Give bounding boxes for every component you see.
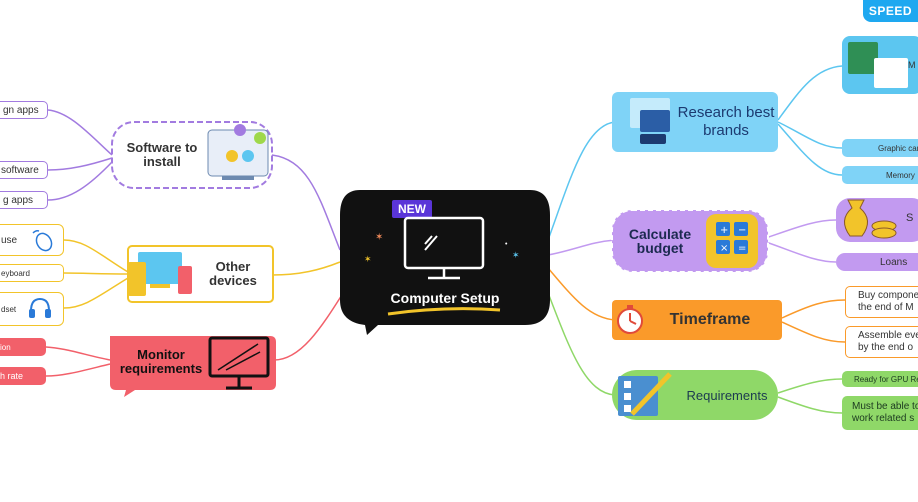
connector-leaf-research-1 <box>777 65 843 121</box>
connector-leaf-software-2 <box>47 157 113 171</box>
headset-icon <box>29 297 52 318</box>
connectors <box>45 65 846 414</box>
requirements-leaf-2-label: Must be able to work related s <box>852 401 918 424</box>
connector-requirements <box>544 284 616 396</box>
software-leaf-1[interactable]: gn apps <box>0 101 48 119</box>
svg-text:•: • <box>505 241 508 248</box>
requirements-leaf-2[interactable]: Must be able to work related s <box>842 396 918 430</box>
research-node[interactable] <box>612 92 778 152</box>
monitor-node[interactable] <box>110 336 276 397</box>
motherboard-leaf[interactable] <box>842 36 918 94</box>
research-leaf-m: M <box>908 60 916 70</box>
research-leaf-graphic[interactable]: Graphic car <box>842 139 918 157</box>
connector-research <box>547 121 616 241</box>
connector-leaf-budget-1 <box>765 219 837 239</box>
connector-leaf-monitor-1 <box>45 346 111 361</box>
timeframe-leaf-2-label: Assemble eve by the end o <box>858 330 918 353</box>
svg-text:+: + <box>720 225 728 236</box>
connector-timeframe <box>547 267 616 321</box>
connector-leaf-monitor-2 <box>45 363 111 377</box>
svg-text:×: × <box>720 243 728 254</box>
devices-leaf-mouse-label: use <box>1 234 18 246</box>
connector-leaf-devices-1 <box>63 239 129 273</box>
connector-leaf-budget-2 <box>765 241 837 263</box>
software-title: Software to install <box>126 140 198 169</box>
monitor-leaf-2[interactable]: h rate <box>0 367 46 385</box>
devices-leaf-mouse[interactable]: use <box>0 224 64 256</box>
timeframe-title: Timeframe <box>669 311 751 328</box>
money-bag-icon <box>844 199 868 237</box>
software-node[interactable] <box>111 121 273 189</box>
devices-title: Other devices <box>209 259 257 288</box>
connector-leaf-devices-2 <box>63 272 129 275</box>
connector-devices <box>271 261 341 276</box>
timeframe-leaf-1[interactable]: Buy compone the end of M <box>845 286 918 318</box>
svg-text:−: − <box>738 225 746 236</box>
devices-leaf-keyboard[interactable]: eyboard <box>0 264 64 282</box>
budget-node[interactable]: + − × = <box>611 209 769 273</box>
svg-text:✶: ✶ <box>375 232 383 243</box>
devices-node[interactable] <box>127 245 274 303</box>
speed-badge[interactable]: SPEED <box>863 0 918 22</box>
connector-monitor <box>273 289 346 361</box>
budget-leaf-s: S <box>906 212 914 224</box>
requirements-leaf-1[interactable]: Ready for GPU Re <box>842 371 918 387</box>
connector-leaf-devices-3 <box>63 277 129 309</box>
calculator-icon <box>706 214 758 268</box>
svg-text:✶: ✶ <box>512 250 520 260</box>
budget-title: Calculate budget <box>628 226 692 256</box>
timeframe-leaf-2[interactable]: Assemble eve by the end o <box>845 326 918 358</box>
research-title: Research best brands <box>677 104 775 139</box>
center-title: Computer Setup <box>390 290 500 306</box>
software-leaf-3[interactable]: g apps <box>0 191 48 209</box>
center-tag: NEW <box>398 202 426 216</box>
timeframe-leaf-1-label: Buy compone the end of M <box>858 290 918 313</box>
software-leaf-2[interactable]: software <box>0 161 48 179</box>
devices-icon <box>138 252 182 284</box>
connector-leaf-research-2 <box>777 121 843 149</box>
research-leaf-memory[interactable]: Memory <box>842 166 918 184</box>
requirements-node[interactable] <box>612 370 778 420</box>
timeframe-node[interactable] <box>612 300 782 340</box>
devices-leaf-headset-label: dset <box>1 304 17 314</box>
monitor-leaf-1[interactable]: ion <box>0 338 46 356</box>
connector-leaf-timeframe-2 <box>781 321 846 343</box>
connector-leaf-software-1 <box>47 109 113 156</box>
center-node[interactable]: ✶ ✶ ✶ • <box>340 190 550 335</box>
connector-budget <box>547 239 616 256</box>
savings-leaf[interactable] <box>836 198 918 242</box>
connector-software <box>271 154 341 251</box>
connector-leaf-software-3 <box>47 161 113 201</box>
svg-text:✶: ✶ <box>364 254 372 264</box>
budget-leaf-loans[interactable]: Loans <box>836 253 918 271</box>
devices-leaf-headset[interactable]: dset <box>0 292 64 326</box>
monitor-title: Monitor requirements <box>119 347 203 376</box>
requirements-title: Requirements <box>686 387 768 403</box>
connector-leaf-research-3 <box>777 123 843 176</box>
motherboard-icon <box>848 42 878 74</box>
connector-leaf-req-2 <box>777 396 843 414</box>
connector-leaf-timeframe-1 <box>781 299 846 319</box>
connector-leaf-req-1 <box>777 378 843 394</box>
svg-text:=: = <box>738 243 746 254</box>
mouse-icon <box>32 230 53 252</box>
